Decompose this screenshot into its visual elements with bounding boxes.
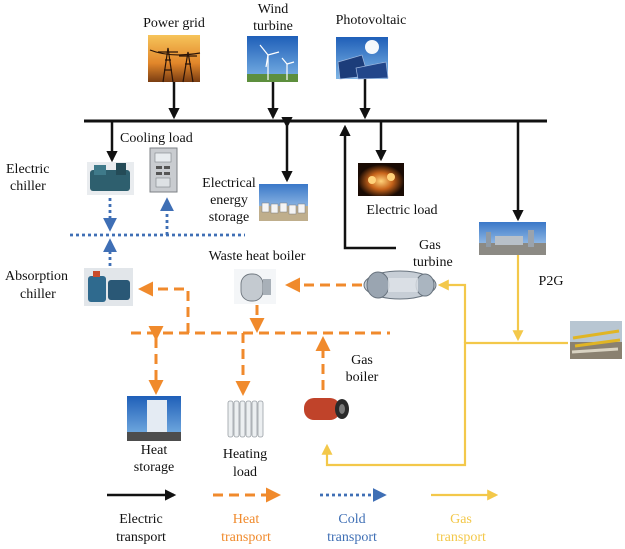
power-grid-image xyxy=(148,35,201,83)
legend-electric-label-2: transport xyxy=(116,530,166,545)
absorption-chiller-label: Absorption xyxy=(5,269,68,284)
heating-load-label: Heating xyxy=(223,447,267,462)
legend-heat-label-2: transport xyxy=(221,530,271,545)
gas-boiler-label: Gas xyxy=(351,353,373,368)
electrical-storage-label-3: storage xyxy=(209,210,249,225)
heatbus-to-absorption xyxy=(138,281,190,333)
electric-chiller-label: Electric xyxy=(6,162,50,177)
legend-electric-label: Electric xyxy=(119,512,163,527)
electrical-storage-label-2: energy xyxy=(210,193,248,208)
heat-storage-image xyxy=(127,396,181,441)
cooling-load-label: Cooling load xyxy=(120,131,193,146)
waste-heat-boiler-image xyxy=(234,269,276,304)
electric-chiller-image xyxy=(87,162,134,195)
gas-turbine-label: Gas xyxy=(419,238,441,253)
wind-turbine-label-2: turbine xyxy=(253,19,293,34)
heating-load-image xyxy=(225,398,269,440)
photovoltaic-image xyxy=(336,37,389,80)
electric-load-label: Electric load xyxy=(366,203,437,218)
gas-boiler-image xyxy=(298,394,351,426)
heat-storage-label-2: storage xyxy=(134,460,174,475)
cold-network xyxy=(70,197,245,266)
legend-gas-label: Gas xyxy=(450,512,472,527)
p2g-image xyxy=(479,222,546,255)
gas-pipeline-image xyxy=(570,321,622,359)
legend-cold-label: Cold xyxy=(338,512,365,527)
heat-network xyxy=(131,277,390,396)
electrical-storage-label: Electrical xyxy=(202,176,256,191)
electric-network xyxy=(84,78,547,250)
absorption-chiller-label-2: chiller xyxy=(20,287,56,302)
gasturbine-to-bus xyxy=(339,124,396,250)
gas-to-gasturbine xyxy=(437,279,467,343)
wind-turbine-image xyxy=(247,36,298,82)
legend: Electric transport Heat transport Cold t… xyxy=(107,487,499,545)
electric-load-image xyxy=(358,163,404,196)
gas-turbine-label-2: turbine xyxy=(413,255,453,270)
gas-network xyxy=(321,255,568,467)
gas-boiler-label-2: boiler xyxy=(346,370,379,385)
absorption-chiller-image xyxy=(84,268,133,306)
p2g-label: P2G xyxy=(539,274,564,289)
legend-gas-label-2: transport xyxy=(436,530,486,545)
gas-turbine-image xyxy=(363,270,437,300)
waste-heat-boiler-label: Waste heat boiler xyxy=(209,249,306,264)
electric-chiller-label-2: chiller xyxy=(10,179,46,194)
legend-cold-label-2: transport xyxy=(327,530,377,545)
legend-heat-label: Heat xyxy=(233,512,260,527)
gas-main xyxy=(321,341,568,467)
wind-turbine-label: Wind xyxy=(258,2,289,17)
cooling-load-image xyxy=(149,147,178,193)
photovoltaic-label: Photovoltaic xyxy=(336,13,407,28)
heating-load-label-2: load xyxy=(233,465,257,480)
heat-storage-label: Heat xyxy=(141,443,168,458)
power-grid-label: Power grid xyxy=(143,16,205,31)
electrical-storage-image xyxy=(259,184,308,221)
